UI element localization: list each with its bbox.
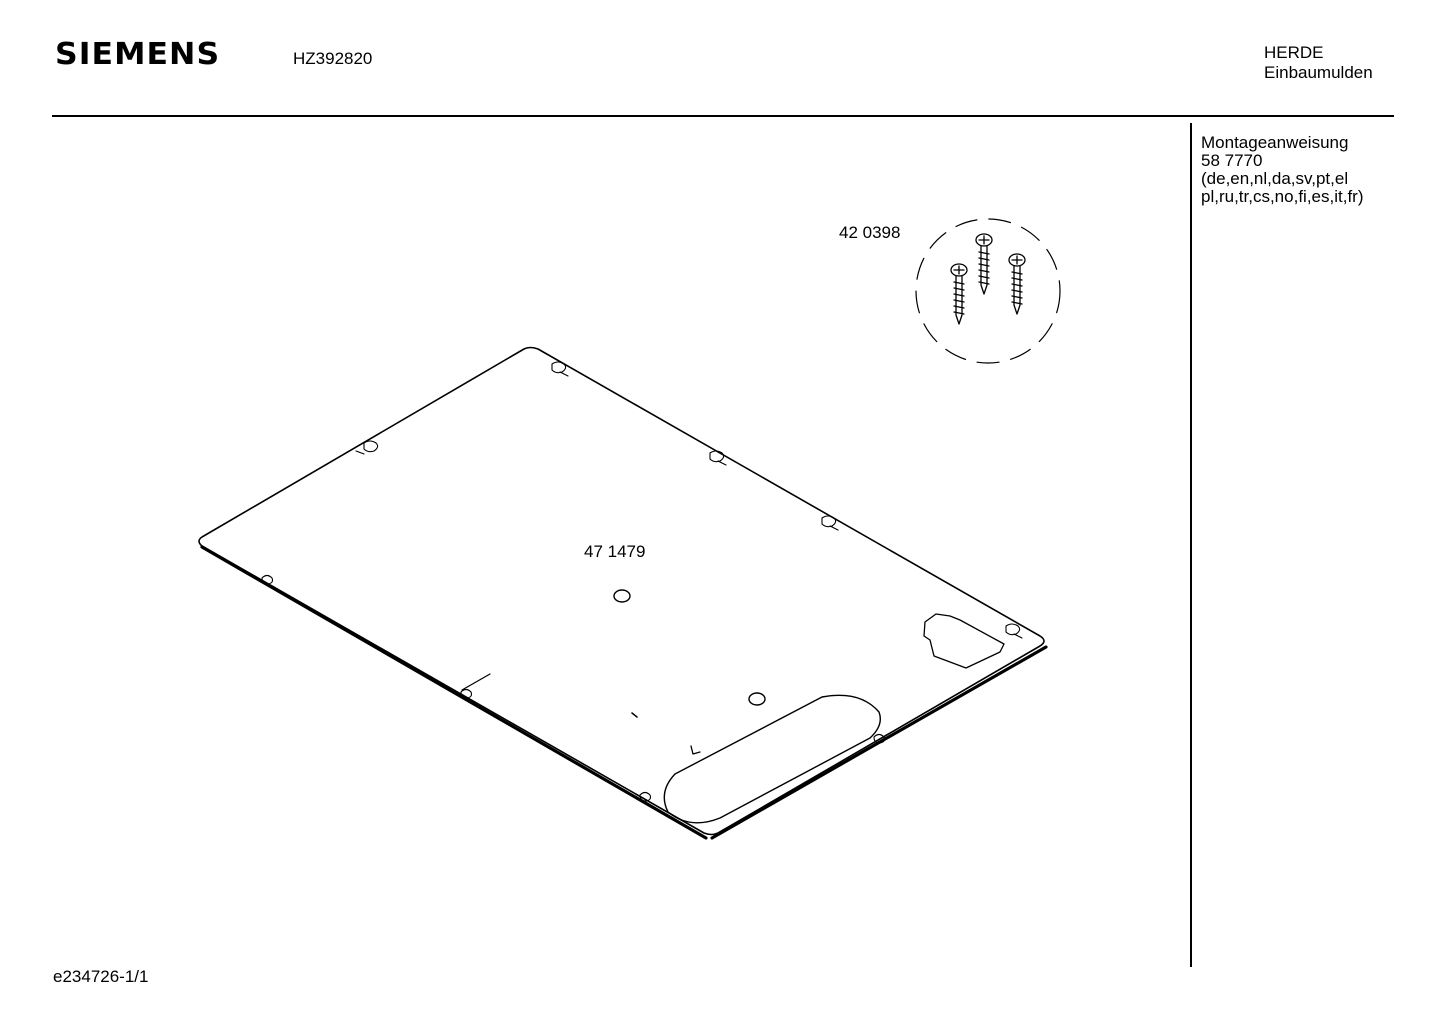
doc-number: 58 7770 <box>1201 151 1263 170</box>
brand-logo: SIEMENS <box>55 37 221 72</box>
screw-1 <box>975 233 993 295</box>
drawing-id: e234726-1/1 <box>53 967 149 986</box>
doc-title: Montageanweisung <box>1201 133 1349 152</box>
product-category: HERDE Einbaumulden <box>1264 43 1373 83</box>
plate-hole-2 <box>748 692 766 706</box>
screw-2 <box>1008 253 1026 315</box>
model-number: HZ392820 <box>293 49 373 68</box>
doc-languages-2: pl,ru,tr,cs,no,fi,es,it,fr) <box>1201 187 1364 206</box>
plate-hole-1 <box>613 589 631 603</box>
screw-set-boundary <box>915 218 1061 364</box>
plate-front-edge <box>200 545 708 840</box>
plate-part <box>198 346 1048 840</box>
plate-top-outline <box>198 346 1045 836</box>
header-divider <box>52 115 1394 117</box>
plate-mark-2 <box>690 745 701 755</box>
category-line-2: Einbaumulden <box>1264 63 1373 82</box>
screw-3 <box>950 263 968 325</box>
screw-set <box>915 218 1061 364</box>
plate-notch <box>461 673 491 691</box>
plate-mark-1 <box>631 712 638 718</box>
documents-panel: Montageanweisung 58 7770 (de,en,nl,da,sv… <box>1201 134 1364 206</box>
doc-languages-1: (de,en,nl,da,sv,pt,el <box>1201 169 1349 188</box>
sidebar-divider <box>1190 123 1192 967</box>
plate-clips <box>261 361 1023 802</box>
category-line-1: HERDE <box>1264 43 1324 62</box>
screws-part-number: 42 0398 <box>839 223 900 242</box>
plate-recess <box>663 694 882 824</box>
plate-part-number: 47 1479 <box>584 542 645 561</box>
plate-cutout <box>923 613 1005 669</box>
